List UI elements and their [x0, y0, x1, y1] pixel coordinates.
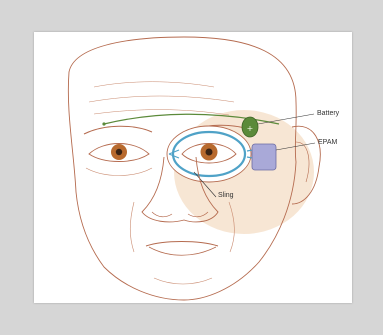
- left-eyebrow: [84, 126, 152, 134]
- left-pupil: [116, 149, 122, 155]
- forehead-wrinkle: [89, 96, 234, 102]
- svg-text:+: +: [247, 124, 254, 133]
- epam-label: EPAM: [318, 139, 337, 146]
- left-eyebag: [86, 168, 152, 176]
- sling-label: Sling: [218, 192, 234, 199]
- chin-line: [154, 278, 212, 284]
- right-pupil: [206, 149, 213, 156]
- face-implant-illustration: +: [34, 32, 352, 303]
- lower-lip: [149, 247, 216, 255]
- illustration-frame: + Battery EPAM Sling: [34, 32, 352, 303]
- forehead-wrinkle: [94, 82, 214, 87]
- upper-lip: [146, 242, 218, 247]
- wire-anchor: [102, 122, 105, 125]
- battery-label: Battery: [317, 110, 339, 117]
- left-cheek-fold: [130, 202, 134, 252]
- epam-device: [252, 144, 276, 170]
